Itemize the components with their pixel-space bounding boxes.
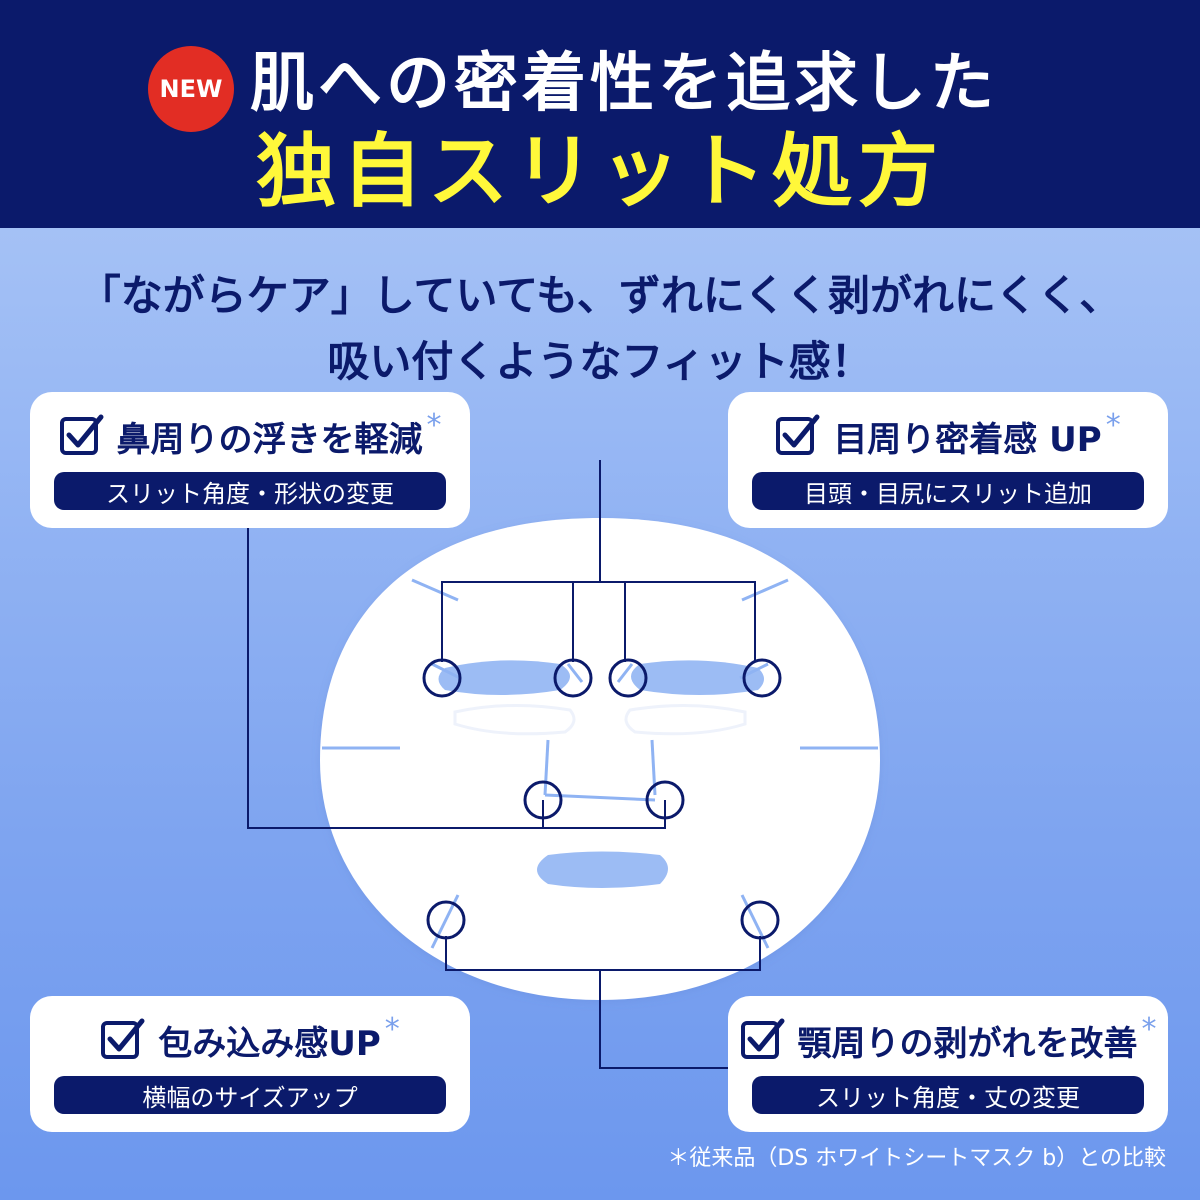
face-mask-sheet	[320, 518, 880, 1000]
connector-lines	[247, 460, 761, 1069]
card-title-text: 顎周りの剥がれを改善	[797, 1023, 1138, 1064]
asterisk-mark: *	[1105, 408, 1121, 443]
left-under-eye-pad	[453, 703, 576, 736]
card-jaw: 顎周りの剥がれを改善 * スリット角度・丈の変更	[728, 996, 1168, 1132]
card-nose: 鼻周りの浮きを軽減 * スリット角度・形状の変更	[30, 392, 470, 528]
card-title-text: 包み込み感UP	[158, 1023, 381, 1064]
asterisk-mark: *	[384, 1012, 400, 1047]
check-box-icon	[776, 414, 820, 455]
intro-line2: 吸い付くようなフィット感！	[327, 337, 873, 386]
right-under-eye-pad	[624, 703, 747, 736]
card-eyes: 目周り密着感 UP * 目頭・目尻にスリット追加	[728, 392, 1168, 528]
mouth-hole	[537, 851, 668, 888]
card-title-text: 鼻周りの浮きを軽減	[116, 419, 423, 460]
left-eye-hole	[438, 660, 570, 695]
intro-line1: 「ながらケア」していても、ずれにくく剥がれにくく、	[78, 271, 1122, 320]
card-pill: 横幅のサイズアップ	[54, 1076, 446, 1114]
asterisk-mark: *	[1141, 1012, 1157, 1047]
card-pill: 目頭・目尻にスリット追加	[752, 472, 1144, 510]
header-banner: NEW 肌への密着性を追求した 独自スリット処方	[0, 0, 1200, 228]
slit-markers	[422, 658, 782, 940]
footnote: ＊従来品（DS ホワイトシートマスク b）との比較	[667, 1146, 1166, 1171]
right-eye-hole	[631, 660, 764, 695]
check-box-icon	[101, 1018, 145, 1059]
headline-line2: 独自スリット処方	[256, 125, 944, 218]
card-pill: スリット角度・形状の変更	[54, 472, 446, 510]
new-badge: NEW	[148, 46, 234, 132]
card-pill: スリット角度・丈の変更	[752, 1076, 1144, 1114]
check-box-icon	[740, 1018, 784, 1059]
asterisk-mark: *	[426, 408, 442, 443]
check-box-icon	[59, 414, 103, 455]
headline-line1: 肌への密着性を追求した	[250, 47, 998, 121]
card-wrap: 包み込み感UP * 横幅のサイズアップ	[30, 996, 470, 1132]
slit-lines	[322, 578, 878, 949]
card-title-text: 目周り密着感 UP	[833, 419, 1102, 460]
